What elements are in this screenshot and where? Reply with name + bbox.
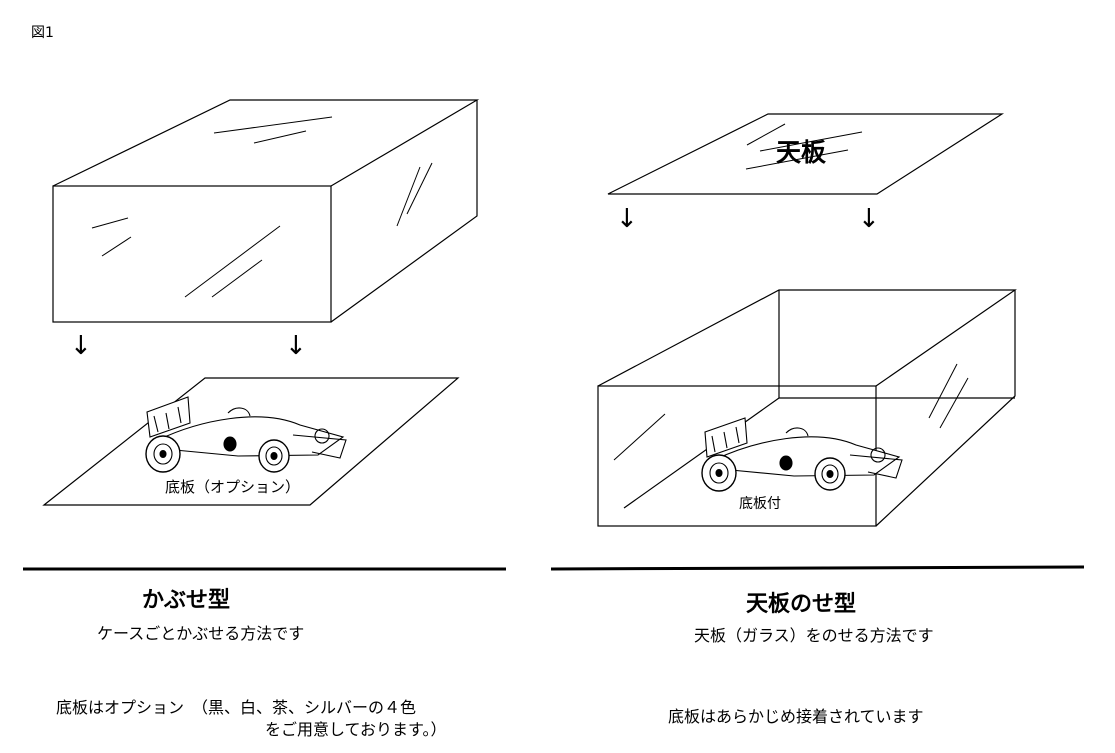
cover-type-note-line2: をご用意しております。） [265, 720, 447, 739]
down-arrow-left-2: ↓ [285, 331, 307, 361]
base-plate-label: 底板（オプション） [165, 478, 301, 496]
top-plate-label: 天板 [776, 138, 827, 167]
glass-reflection-lines [91, 116, 433, 298]
figure-label: 図1 [31, 25, 54, 41]
down-arrow-right-1: ↓ [616, 204, 638, 234]
race-car-left [145, 396, 347, 473]
top-type-heading: 天板のせ型 [746, 592, 857, 617]
cover-type-description: ケースごとかぶせる方法です [97, 624, 305, 643]
glass-cover-box [52, 99, 480, 323]
top-plate-reflection-lines [745, 123, 863, 170]
down-arrow-right-2: ↓ [858, 204, 880, 234]
race-car-right [701, 417, 903, 492]
top-type-description: 天板（ガラス）をのせる方法です [694, 626, 934, 645]
divider-right [550, 565, 1085, 571]
top-plate [607, 113, 1005, 195]
down-arrow-left-1: ↓ [70, 331, 92, 361]
case-base-label: 底板付 [739, 496, 781, 512]
cover-type-heading: かぶせ型 [142, 588, 231, 613]
display-case [597, 289, 1017, 527]
top-type-note: 底板はあらかじめ接着されています [668, 707, 924, 726]
case-reflection-lines [613, 363, 969, 461]
cover-type-note-line1: 底板はオプション （黒、白、茶、シルバーの４色 [56, 698, 417, 717]
